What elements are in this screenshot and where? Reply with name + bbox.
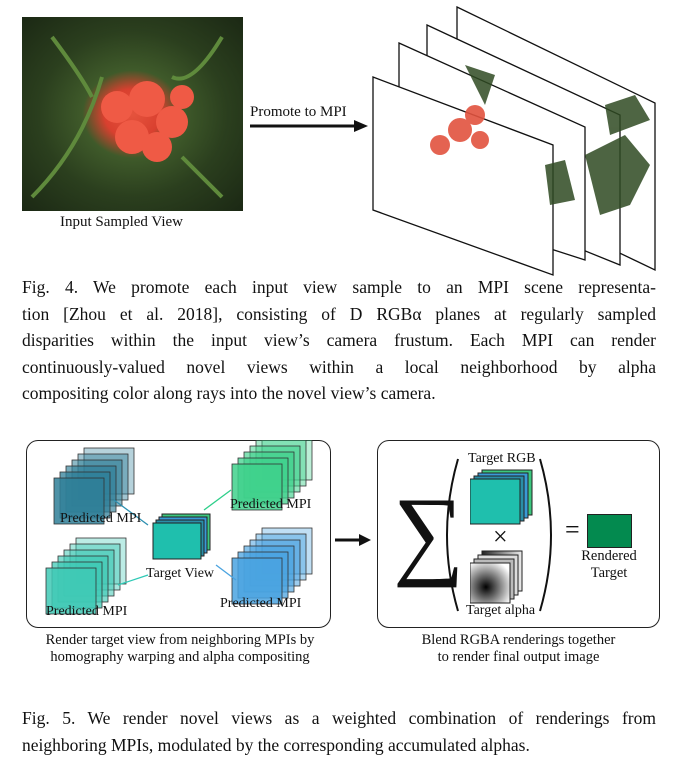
rendered-label-line: Target — [590, 565, 628, 581]
mpi-label-bottom-left: Predicted MPI — [46, 604, 128, 619]
caption-line: Fig. 4. We promote each input view sampl… — [22, 277, 656, 297]
warp-arrow-icon — [117, 574, 149, 586]
subcaption-line: to render final output image — [437, 649, 600, 665]
caption-line: disparities within the input view’s came… — [22, 330, 656, 350]
mpi-stack-top-right — [231, 440, 313, 511]
input-view-label: Input Sampled View — [60, 214, 183, 230]
mpi-stack-bottom-left — [45, 537, 127, 615]
caption-line: neighboring MPIs, modulated by the corre… — [22, 734, 530, 755]
target-view-stack — [152, 513, 211, 560]
warp-panel — [26, 440, 331, 628]
caption-line: continuously-valued novel views within a… — [22, 356, 656, 377]
caption-line: Fig. 5. We render novel views as a weigh… — [22, 708, 656, 728]
mpi-stacks — [45, 440, 313, 615]
target-rgb-label: Target RGB — [468, 451, 536, 466]
blend-panel — [377, 440, 660, 628]
times-symbol: × — [493, 522, 508, 551]
mpi-label-top-left: Predicted MPI — [60, 511, 142, 526]
left-subcaption: Render target view from neighboring MPIs… — [20, 632, 340, 666]
mpi-stack-bottom-right — [231, 527, 313, 605]
mpi-planes — [372, 5, 656, 276]
warp-arrow-icon — [215, 564, 237, 581]
target-alpha-label: Target alpha — [466, 603, 536, 618]
mpi-label-bottom-right: Predicted MPI — [220, 596, 302, 611]
target-rgb-stack — [470, 469, 533, 525]
equals-symbol: = — [565, 515, 580, 544]
subcaption-line: Render target view from neighboring MPIs… — [45, 632, 315, 648]
rendered-label-line: Rendered — [581, 548, 637, 564]
warp-arrow-icon — [203, 489, 232, 511]
fig5-caption: Fig. 5. We render novel views as a weigh… — [22, 705, 656, 758]
promote-arrow-icon — [250, 120, 368, 132]
fig4-caption: Fig. 4. We promote each input view sampl… — [22, 274, 656, 407]
caption-line: tion [Zhou et al. 2018], consisting of D… — [22, 303, 656, 324]
right-arrow-icon — [335, 534, 371, 546]
rendered-target-label: Rendered Target — [570, 548, 648, 582]
target-view-label: Target View — [146, 566, 215, 581]
subcaption-line: homography warping and alpha compositing — [50, 649, 310, 665]
target-alpha-stack — [470, 550, 523, 604]
input-photo — [22, 17, 243, 211]
mpi-stack-top-left — [53, 447, 135, 525]
warp-arrow-icon — [113, 499, 149, 526]
subcaption-line: Blend RGBA renderings together — [421, 632, 616, 648]
promote-label: Promote to MPI — [250, 104, 347, 120]
parentheses — [446, 458, 552, 612]
sum-symbol: ∑ — [393, 477, 465, 588]
flower-illustration — [30, 35, 224, 199]
caption-line: compositing color along rays into the no… — [22, 383, 436, 403]
rendered-target-swatch — [587, 514, 632, 548]
mpi-label-top-right: Predicted MPI — [230, 497, 312, 512]
right-subcaption: Blend RGBA renderings together to render… — [377, 632, 660, 666]
